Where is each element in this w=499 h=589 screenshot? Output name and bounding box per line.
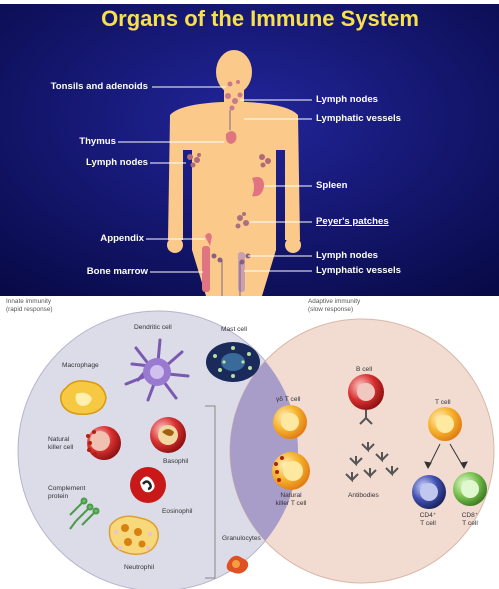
label-complement-line1: Complement xyxy=(48,485,85,493)
label-complement-protein: Complement protein xyxy=(48,485,85,500)
label-nk-line1: Natural xyxy=(48,436,73,444)
label-tonsils-adenoids: Tonsils and adenoids xyxy=(4,81,148,92)
label-lymphatic-vessels-upper: Lymphatic vessels xyxy=(316,113,401,124)
label-cd4-line2: T cell xyxy=(408,520,448,528)
label-natural-killer-t-cell: Natural killer T cell xyxy=(268,492,314,507)
label-lymph-nodes-groin: Lymph nodes xyxy=(316,250,378,261)
gamma-delta-t-cell-icon xyxy=(273,405,307,439)
macrophage-icon xyxy=(61,381,106,414)
organs-panel: Organs of the Immune System Tonsils and … xyxy=(0,0,499,296)
bone-marrow-right-icon xyxy=(238,252,245,292)
adaptive-caption-line1: Adaptive immunity xyxy=(308,298,360,306)
label-antibodies: Antibodies xyxy=(348,492,379,500)
organs-illustration xyxy=(0,0,499,296)
label-basophil: Basophil xyxy=(163,458,188,466)
cd8-t-cell-icon xyxy=(453,472,487,506)
label-nkt-line1: Natural xyxy=(268,492,314,500)
label-appendix: Appendix xyxy=(4,233,144,244)
organs-title: Organs of the Immune System xyxy=(40,6,480,32)
label-eosinophil: Eosinophil xyxy=(162,508,192,516)
adaptive-caption-line2: (slow response) xyxy=(308,306,360,314)
label-lymph-nodes-left: Lymph nodes xyxy=(4,157,148,168)
label-dendritic-cell: Dendritic cell xyxy=(134,324,172,332)
label-cd4-t-cell: CD4⁺ T cell xyxy=(408,512,448,527)
innate-caption: Innate immunity (rapid response) xyxy=(6,298,53,313)
natural-killer-t-cell-icon xyxy=(272,452,310,490)
label-nk-line2: killer cell xyxy=(48,444,73,452)
label-neutrophil: Neutrophil xyxy=(124,564,154,572)
basophil-icon xyxy=(150,417,186,453)
label-complement-line2: protein xyxy=(48,493,85,501)
mast-cell-icon xyxy=(206,342,260,382)
label-cd8-line2: T cell xyxy=(450,520,490,528)
label-mast-cell: Mast cell xyxy=(221,326,247,334)
neutrophil-icon xyxy=(109,516,158,554)
label-spleen: Spleen xyxy=(316,180,347,191)
label-gamma-delta-t-cell: γδ T cell xyxy=(276,396,300,404)
label-t-cell: T cell xyxy=(435,399,451,407)
label-macrophage: Macrophage xyxy=(62,362,99,370)
label-thymus: Thymus xyxy=(4,136,116,147)
label-nkt-line2: killer T cell xyxy=(268,500,314,508)
innate-caption-line2: (rapid response) xyxy=(6,306,53,314)
eosinophil-icon xyxy=(130,467,166,503)
label-b-cell: B cell xyxy=(356,366,372,374)
t-cell-icon xyxy=(428,407,462,441)
label-bone-marrow: Bone marrow xyxy=(4,266,148,277)
cd4-t-cell-icon xyxy=(412,475,446,509)
label-peyers-patches: Peyer's patches xyxy=(316,216,389,227)
innate-caption-line1: Innate immunity xyxy=(6,298,53,306)
label-cd8-line1: CD8⁺ xyxy=(450,512,490,520)
adaptive-caption: Adaptive immunity (slow response) xyxy=(308,298,360,313)
label-natural-killer-cell: Natural killer cell xyxy=(48,436,73,451)
immunity-venn-diagram xyxy=(0,296,499,589)
immunity-panel: Innate immunity (rapid response) Adaptiv… xyxy=(0,296,499,589)
bone-marrow-left-icon xyxy=(202,246,210,292)
label-lymph-nodes-neck: Lymph nodes xyxy=(316,94,378,105)
label-granulocytes: Granulocytes xyxy=(222,535,261,543)
label-cd4-line1: CD4⁺ xyxy=(408,512,448,520)
label-cd8-t-cell: CD8⁺ T cell xyxy=(450,512,490,527)
label-lymphatic-vessels-lower: Lymphatic vessels xyxy=(316,265,401,276)
